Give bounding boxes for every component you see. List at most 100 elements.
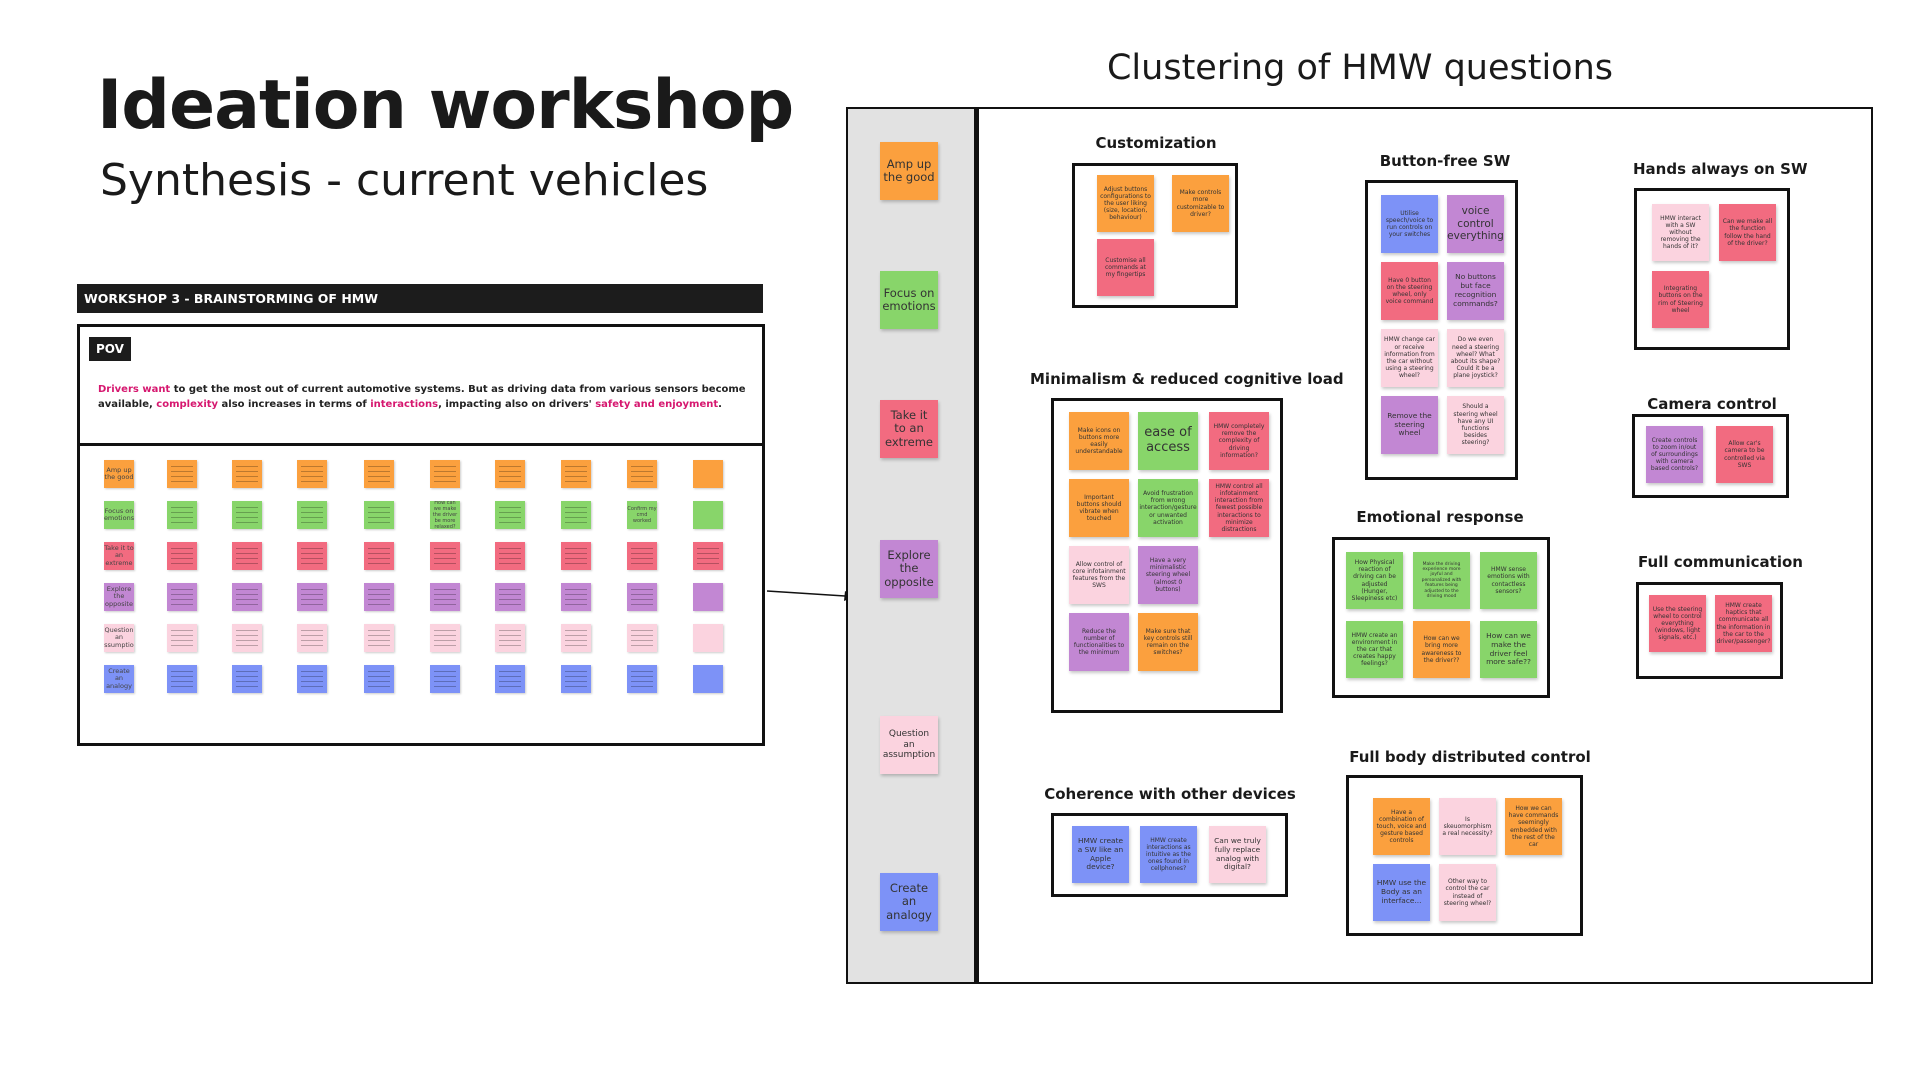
sticky-note[interactable]: HMW change car or receive information fr… [1381, 329, 1438, 387]
sticky-note[interactable]: Should a steering wheel have any UI func… [1447, 396, 1504, 454]
grid-idea-note[interactable] [495, 460, 525, 488]
grid-idea-note[interactable] [297, 542, 327, 570]
grid-idea-note[interactable] [232, 460, 262, 488]
grid-idea-note[interactable] [297, 460, 327, 488]
cluster-hands[interactable]: HMW interact with a SW without removing … [1634, 188, 1790, 350]
sticky-note[interactable]: HMW create a SW like an Apple device? [1072, 826, 1129, 883]
grid-category-note[interactable]: Create an analogy [104, 665, 134, 693]
grid-idea-note[interactable] [495, 624, 525, 652]
sticky-note[interactable]: Have 0 button on the steering wheel, onl… [1381, 262, 1438, 320]
grid-idea-note[interactable] [693, 583, 723, 611]
sticky-note[interactable]: Use the steering wheel to control everyt… [1649, 595, 1706, 652]
grid-idea-note[interactable] [561, 665, 591, 693]
sticky-note[interactable]: Have a very minimalistic steering wheel … [1138, 546, 1198, 604]
sticky-note[interactable]: Reduce the number of functionalities to … [1069, 613, 1129, 671]
grid-idea-note[interactable]: Confirm my cmd worked [627, 501, 657, 529]
grid-idea-note[interactable] [430, 542, 460, 570]
cluster-button-free[interactable]: Utilise speech/voice to run controls on … [1365, 180, 1518, 480]
grid-category-note[interactable]: Amp up the good [104, 460, 134, 488]
grid-idea-note[interactable] [495, 501, 525, 529]
sticky-note[interactable]: Can we make all the function follow the … [1719, 204, 1776, 261]
sticky-note[interactable]: How can we make the driver feel more saf… [1480, 621, 1537, 678]
grid-idea-note[interactable] [297, 583, 327, 611]
category-note[interactable]: Focus on emotions [880, 271, 938, 329]
grid-idea-note[interactable] [167, 665, 197, 693]
cluster-full-body[interactable]: Have a combination of touch, voice and g… [1346, 775, 1583, 936]
sticky-note[interactable]: HMW create haptics that communicate all … [1715, 595, 1772, 652]
grid-idea-note[interactable] [627, 460, 657, 488]
sticky-note[interactable]: HMW control all infotainment interaction… [1209, 479, 1269, 537]
sticky-note[interactable]: Remove the steering wheel [1381, 396, 1438, 454]
grid-idea-note[interactable] [627, 583, 657, 611]
grid-idea-note[interactable] [693, 665, 723, 693]
sticky-note[interactable]: Is skeuomorphism a real necessity? [1439, 798, 1496, 855]
grid-idea-note[interactable] [167, 583, 197, 611]
grid-category-note[interactable]: Explore the opposite [104, 583, 134, 611]
sticky-note[interactable]: How Physical reaction of driving can be … [1346, 552, 1403, 609]
grid-idea-note[interactable] [232, 624, 262, 652]
grid-idea-note[interactable] [364, 460, 394, 488]
grid-idea-note[interactable] [167, 501, 197, 529]
grid-idea-note[interactable] [627, 665, 657, 693]
sticky-note[interactable]: HMW use the Body as an interface... [1373, 864, 1430, 921]
grid-idea-note[interactable] [167, 624, 197, 652]
category-note[interactable]: Create an analogy [880, 873, 938, 931]
grid-idea-note[interactable] [495, 665, 525, 693]
category-note[interactable]: Question an assumption [880, 716, 938, 774]
sticky-note[interactable]: No buttons but face recognition commands… [1447, 262, 1504, 320]
grid-idea-note[interactable] [364, 542, 394, 570]
grid-idea-note[interactable] [167, 460, 197, 488]
grid-idea-note[interactable] [430, 460, 460, 488]
sticky-note[interactable]: Create controls to zoom in/out of surrou… [1646, 426, 1703, 483]
grid-idea-note[interactable] [561, 583, 591, 611]
sticky-note[interactable]: Integrating buttons on the rim of Steeri… [1652, 271, 1709, 328]
grid-idea-note[interactable]: How can we make the driver be more relax… [430, 501, 460, 529]
sticky-note[interactable]: Make icons on buttons more easily unders… [1069, 412, 1129, 470]
grid-idea-note[interactable] [297, 624, 327, 652]
sticky-note[interactable]: Have a combination of touch, voice and g… [1373, 798, 1430, 855]
sticky-note[interactable]: HMW create interactions as intuitive as … [1140, 826, 1197, 883]
sticky-note[interactable]: HMW completely remove the complexity of … [1209, 412, 1269, 470]
grid-idea-note[interactable] [297, 501, 327, 529]
grid-idea-note[interactable] [167, 542, 197, 570]
grid-category-note[interactable]: Question an assumption [104, 624, 134, 652]
grid-idea-note[interactable] [627, 542, 657, 570]
sticky-note[interactable]: Utilise speech/voice to run controls on … [1381, 195, 1438, 253]
sticky-note[interactable]: Allow control of core infotainment featu… [1069, 546, 1129, 604]
sticky-note[interactable]: Adjust buttons configurations to the use… [1097, 175, 1154, 232]
grid-idea-note[interactable] [430, 665, 460, 693]
grid-idea-note[interactable] [364, 501, 394, 529]
grid-idea-note[interactable] [495, 583, 525, 611]
grid-idea-note[interactable] [561, 460, 591, 488]
cluster-coherence[interactable]: HMW create a SW like an Apple device? HM… [1051, 813, 1288, 897]
sticky-note[interactable]: HMW interact with a SW without removing … [1652, 204, 1709, 261]
cluster-full-communication[interactable]: Use the steering wheel to control everyt… [1636, 582, 1783, 679]
grid-idea-note[interactable] [561, 542, 591, 570]
sticky-note[interactable]: Can we truly fully replace analog with d… [1209, 826, 1266, 883]
grid-idea-note[interactable] [232, 542, 262, 570]
category-note[interactable]: Explore the opposite [880, 540, 938, 598]
cluster-emotional[interactable]: How Physical reaction of driving can be … [1332, 537, 1550, 698]
grid-idea-note[interactable] [693, 460, 723, 488]
cluster-customization[interactable]: Adjust buttons configurations to the use… [1072, 163, 1238, 308]
sticky-note[interactable]: Make sure that key controls still remain… [1138, 613, 1198, 671]
grid-idea-note[interactable] [693, 624, 723, 652]
sticky-note[interactable]: Allow car's camera to be controlled via … [1716, 426, 1773, 483]
grid-idea-note[interactable] [561, 624, 591, 652]
grid-idea-note[interactable] [627, 624, 657, 652]
sticky-note[interactable]: Avoid frustration from wrong interaction… [1138, 479, 1198, 537]
grid-category-note[interactable]: Take it to an extreme [104, 542, 134, 570]
grid-idea-note[interactable] [561, 501, 591, 529]
sticky-note[interactable]: HMW create an environment in the car tha… [1346, 621, 1403, 678]
grid-idea-note[interactable] [693, 542, 723, 570]
grid-idea-note[interactable] [430, 624, 460, 652]
grid-idea-note[interactable] [693, 501, 723, 529]
grid-idea-note[interactable] [364, 665, 394, 693]
category-note[interactable]: Amp up the good [880, 142, 938, 200]
grid-idea-note[interactable] [430, 583, 460, 611]
cluster-camera[interactable]: Create controls to zoom in/out of surrou… [1632, 414, 1789, 498]
sticky-note[interactable]: Important buttons should vibrate when to… [1069, 479, 1129, 537]
grid-idea-note[interactable] [364, 624, 394, 652]
